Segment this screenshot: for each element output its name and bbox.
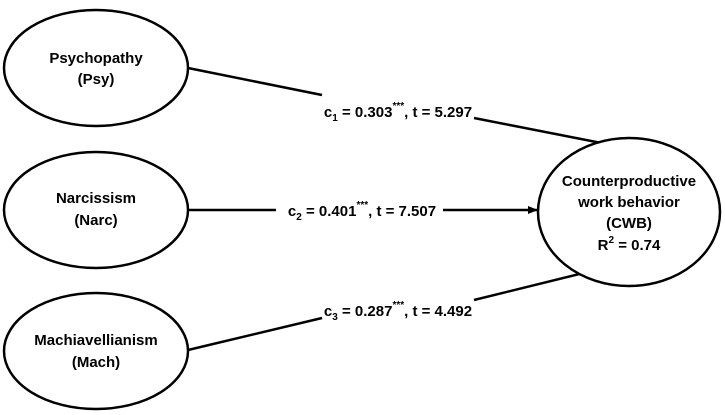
node-machiavellianism-name: Machiavellianism xyxy=(34,332,157,349)
edge-label-mach-t: , t = 4.492 xyxy=(404,303,472,320)
node-machiavellianism: Machiavellianism (Mach) xyxy=(2,291,190,411)
edge-label-mach-coef: c xyxy=(324,303,332,320)
edge-label-mach-value: = 0.287 xyxy=(338,303,393,320)
edge-label-mach-sig: *** xyxy=(392,300,404,311)
edge-label-narc-sub: 2 xyxy=(296,212,302,223)
node-cwb-line1: Counterproductive xyxy=(562,173,696,190)
node-psychopathy: Psychopathy (Psy) xyxy=(2,8,190,128)
node-narcissism-abbr: (Narc) xyxy=(74,212,117,229)
node-psychopathy-name: Psychopathy xyxy=(49,50,143,67)
edge-label-mach: c3 = 0.287***, t = 4.492 xyxy=(324,300,472,323)
edge-label-psy: c1 = 0.303***, t = 5.297 xyxy=(324,101,472,124)
node-cwb-r-squared: R2 = 0.74 xyxy=(598,235,661,254)
node-cwb-line2: work behavior xyxy=(577,194,680,211)
edge-label-psy-value: = 0.303 xyxy=(338,104,393,121)
edge-label-psy-t: , t = 5.297 xyxy=(404,104,472,121)
edge-label-narc-value: = 0.401 xyxy=(302,203,357,220)
node-machiavellianism-abbr: (Mach) xyxy=(72,354,120,371)
edge-label-narc-coef: c xyxy=(288,203,296,220)
edge-label-narc-t: , t = 7.507 xyxy=(368,203,436,220)
r2-base: R xyxy=(598,237,609,254)
node-psychopathy-abbr: (Psy) xyxy=(78,71,115,88)
r2-exponent: 2 xyxy=(608,235,614,246)
edge-label-psy-coef: c xyxy=(324,104,332,121)
node-cwb-line3: (CWB) xyxy=(606,215,652,232)
edge-label-narc: c2 = 0.401***, t = 7.507 xyxy=(288,200,436,223)
edge-label-narc-sig: *** xyxy=(356,200,368,211)
r2-value: = 0.74 xyxy=(614,237,661,254)
edge-label-psy-sig: *** xyxy=(392,101,404,112)
node-narcissism: Narcissism (Narc) xyxy=(2,150,190,270)
node-cwb: Counterproductive work behavior (CWB) R2… xyxy=(536,136,722,288)
edge-label-mach-sub: 3 xyxy=(332,312,338,323)
node-narcissism-name: Narcissism xyxy=(56,190,136,207)
edge-label-psy-sub: 1 xyxy=(332,113,338,124)
